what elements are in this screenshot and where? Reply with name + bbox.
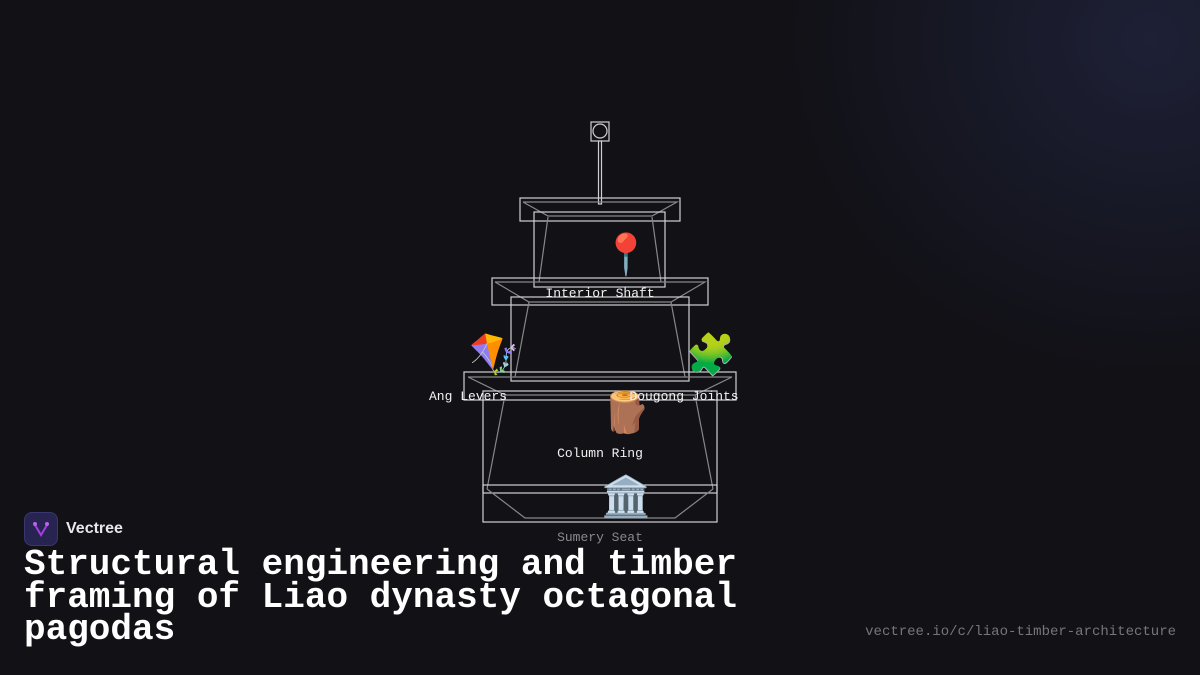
label-ang-levers: Ang Levers xyxy=(429,389,507,404)
ground-storey-post xyxy=(486,394,506,490)
lower-roof xyxy=(463,371,737,401)
brand-name: Vectree xyxy=(66,520,123,537)
middle-storey xyxy=(510,296,690,382)
top-storey xyxy=(533,211,666,288)
base-band xyxy=(482,484,718,494)
vectree-logo-icon xyxy=(24,512,58,546)
middle-roof xyxy=(491,277,709,306)
pin-icon: 📍 xyxy=(601,231,651,278)
ground-storey-post xyxy=(694,394,714,490)
ground-storey xyxy=(482,390,718,523)
top-storey-post xyxy=(651,216,662,283)
brand: Vectree xyxy=(24,512,123,546)
wood-log-icon: 🪵 xyxy=(601,389,651,436)
middle-storey-post xyxy=(514,301,530,378)
label-interior-shaft: Interior Shaft xyxy=(545,286,654,301)
base-platform xyxy=(486,488,714,519)
middle-storey-post xyxy=(670,301,686,378)
puzzle-icon: 🧩 xyxy=(686,331,736,378)
label-sumery-seat: Sumery Seat xyxy=(557,530,643,545)
finial-pole xyxy=(597,140,603,205)
pagoda-frame xyxy=(463,121,737,523)
source-url: vectree.io/c/liao-timber-architecture xyxy=(865,624,1176,640)
finial-jewel xyxy=(592,123,608,139)
page-title: Structural engineering and timber framin… xyxy=(24,544,737,650)
label-dougong-joints: Dougong Joints xyxy=(629,389,738,404)
classical-building-icon: 🏛️ xyxy=(601,473,651,520)
top-storey-post xyxy=(538,216,549,283)
top-roof xyxy=(519,197,681,222)
kite-icon: 🪁 xyxy=(469,332,519,378)
top-roof-eave xyxy=(522,201,680,217)
label-column-ring: Column Ring xyxy=(557,446,643,461)
